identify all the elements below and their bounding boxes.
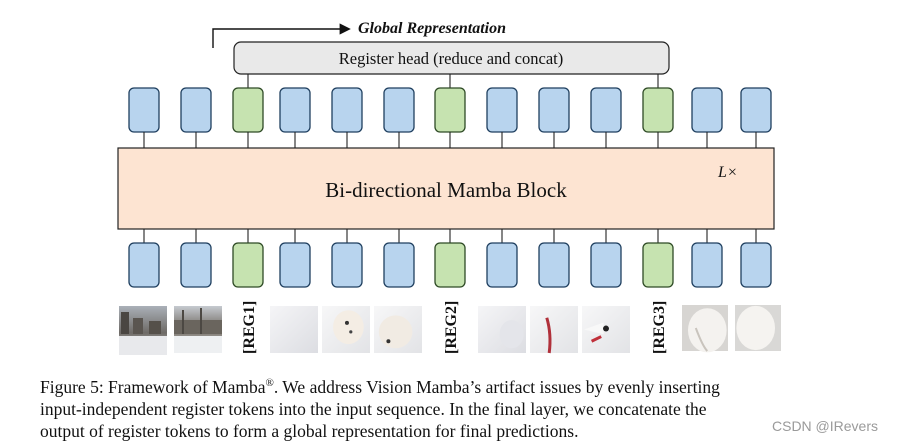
figure-caption: Figure 5: Framework of Mamba®. We addres… (40, 372, 866, 442)
mamba-block-label: Bi-directional Mamba Block (325, 178, 567, 202)
image-patch-white-dog-face-2 (374, 306, 422, 353)
mamba-block (117, 147, 775, 230)
image-patch-snow-trees (174, 306, 222, 353)
input-register-token (642, 242, 674, 288)
input-register-token (434, 242, 466, 288)
repeat-label: L× (717, 164, 738, 181)
output-patch-token (590, 87, 622, 133)
image-patch-snow-street (119, 306, 167, 355)
input-patch-token (180, 242, 212, 288)
input-patch-token (486, 242, 518, 288)
caption-suffix: . We address Vision Mamba’s artifact iss… (273, 376, 720, 397)
register-label: [REG1] (241, 301, 258, 354)
caption-prefix: Figure 5: Framework of Mamba (40, 376, 266, 397)
output-patch-token (331, 87, 363, 133)
output-patch-token (279, 87, 311, 133)
output-patch-token (740, 87, 772, 133)
global-arrow (212, 23, 351, 48)
output-patch-token (128, 87, 160, 133)
register-head-label: Register head (reduce and concat) (339, 49, 563, 68)
input-patch-token (590, 242, 622, 288)
output-register-token (642, 87, 674, 133)
image-patch-white-dog-face (322, 306, 370, 353)
caption-line-2: input-independent register tokens into t… (40, 398, 707, 419)
caption-line-1: Figure 5: Framework of Mamba®. We addres… (40, 372, 866, 398)
input-patch-token (538, 242, 570, 288)
input-patch-token (128, 242, 160, 288)
image-patch-dog-snout (582, 306, 630, 353)
output-tokens (128, 87, 772, 148)
output-register-token (232, 87, 264, 133)
input-patch-token (383, 242, 415, 288)
output-patch-token (383, 87, 415, 133)
input-patch-token (331, 242, 363, 288)
input-patch-token (691, 242, 723, 288)
register-connectors (247, 74, 659, 88)
output-patch-token (486, 87, 518, 133)
register-label: [REG3] (651, 301, 668, 354)
image-patch-white-fur (270, 306, 318, 353)
caption-sup: ® (265, 377, 274, 389)
input-patches-row: [REG1] [REG2] [REG3] (119, 301, 781, 355)
output-patch-token (180, 87, 212, 133)
image-patch-white-dog (682, 305, 728, 353)
watermark: CSDN @IRevers (772, 418, 879, 434)
framework-diagram: Global Representation Register head (red… (117, 20, 781, 355)
global-representation-label: Global Representation (358, 20, 506, 37)
image-patch-white-fur-2 (478, 306, 526, 353)
input-patch-token (740, 242, 772, 288)
output-patch-token (691, 87, 723, 133)
input-tokens (128, 229, 772, 288)
register-label: [REG2] (443, 301, 460, 354)
image-patch-white-dog-2 (735, 305, 781, 351)
image-patch-dog-red-leash (530, 306, 578, 354)
input-patch-token (279, 242, 311, 288)
output-register-token (434, 87, 466, 133)
register-head-box (233, 41, 670, 75)
caption-line-3: output of register tokens to form a glob… (40, 420, 579, 441)
output-patch-token (538, 87, 570, 133)
input-register-token (232, 242, 264, 288)
